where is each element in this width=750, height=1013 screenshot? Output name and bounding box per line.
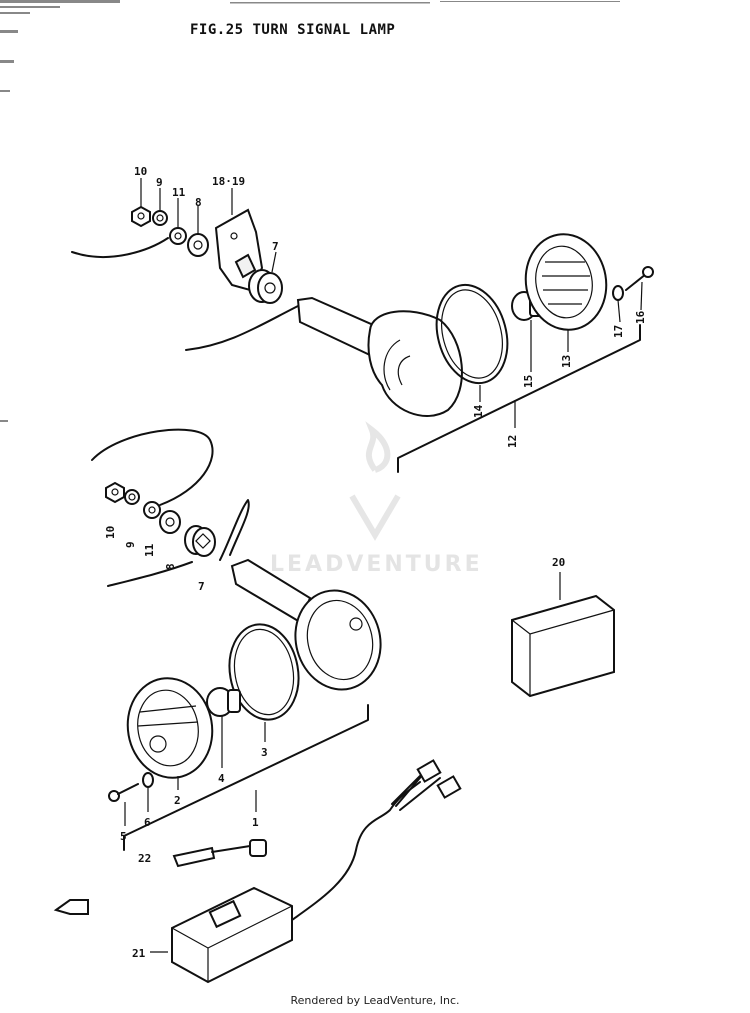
label-4: 4 [218,772,225,785]
part-22 [172,839,267,868]
label-8-lower: 8 [164,563,177,570]
label-21: 21 [132,947,146,960]
watermark-text: LEADVENTURE [270,552,483,577]
bracket-line-12 [397,324,641,473]
label-22: 22 [138,852,151,865]
bracket-line-1 [123,704,369,851]
label-15: 15 [522,375,535,388]
label-9-upper: 9 [156,176,163,189]
connector-21a [416,759,462,799]
label-16: 16 [634,310,647,324]
upper-wire [71,237,169,259]
label-7-upper: 7 [272,240,279,253]
relay-20 [511,572,615,698]
label-5: 5 [120,830,127,843]
label-11-lower: 11 [143,543,156,557]
nut-10-lower [105,481,125,504]
label-17: 17 [612,325,625,338]
terminal-11-upper [169,227,187,245]
label-7-lower: 7 [198,580,205,593]
label-2: 2 [174,794,181,807]
figure-title: FIG.25 TURN SIGNAL LAMP [190,22,396,38]
lower-wire-loop [91,428,214,506]
bulb-4-lower [206,687,241,717]
upper-lamp-assembly [71,178,654,473]
label-8-upper: 8 [195,196,202,209]
screw-16 [625,266,654,291]
label-10-lower: 10 [104,526,117,539]
label-18-19: 18·19 [212,175,245,188]
lower-wire-loop-2 [219,499,250,561]
scan-noise [0,0,620,422]
washer-8-lower [159,510,181,534]
footer-credit: Rendered by LeadVenture, Inc. [290,994,460,1007]
grommet-7-upper [248,269,283,304]
bracket-18-19 [214,208,264,292]
watermark-logo [349,421,401,541]
lower-stem [230,558,312,624]
label-10-upper: 10 [134,165,147,178]
nut-10-upper [131,205,151,228]
label-11-upper: 11 [172,186,186,199]
harness-wire [291,781,421,921]
lower-wire [107,561,193,587]
front-arrow-icon [53,899,89,915]
washer-9-lower [124,489,140,505]
grommet-7-lower [184,525,216,557]
washer-8-upper [187,233,209,257]
screw-5 [108,783,139,802]
washer-17 [612,285,624,301]
part-labels: 10 9 11 8 18·19 7 14 15 13 17 16 12 10 9… [104,165,647,960]
label-13: 13 [560,355,573,368]
lens-13 [524,233,608,331]
label-9-lower: 9 [124,541,137,548]
label-20: 20 [552,556,565,569]
label-6: 6 [144,816,151,829]
terminal-11-lower [143,501,161,519]
label-1: 1 [252,816,259,829]
lower-housing [294,589,382,691]
washer-6 [142,772,154,788]
lens-2 [126,677,214,779]
lower-lamp-assembly [91,428,382,851]
label-3: 3 [261,746,268,759]
label-12: 12 [506,435,519,448]
gasket-14 [435,283,509,385]
washer-9-upper [152,210,168,226]
unit-21 [150,759,462,984]
upper-stem-wire [185,304,301,351]
label-14: 14 [472,404,485,418]
gasket-3 [228,623,300,721]
